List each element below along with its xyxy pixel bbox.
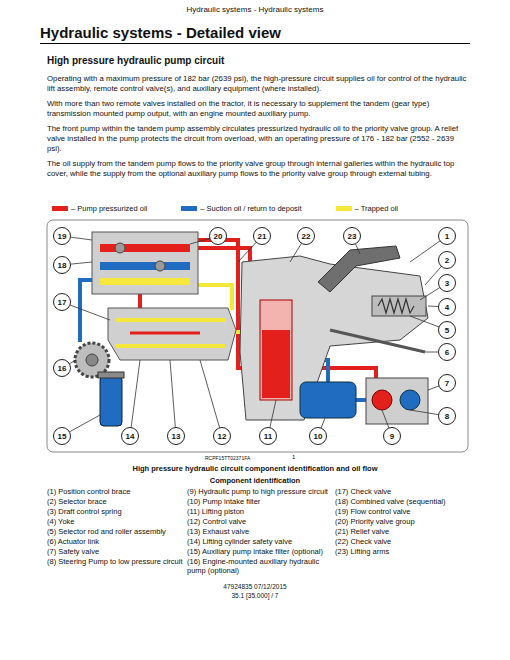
callout-circle: 10	[309, 427, 327, 445]
callout-number: 15	[58, 432, 67, 441]
legend-text: – Suction oil / return to deposit	[200, 204, 301, 213]
callout-circle: 12	[213, 427, 231, 445]
table-cell: (17) Check valve	[335, 487, 468, 496]
callout-circle: 18	[53, 256, 71, 274]
callout-number: 10	[314, 432, 323, 441]
figure-number: 1	[292, 454, 295, 460]
callout-circle: 15	[53, 427, 71, 445]
callout-number: 8	[445, 412, 449, 421]
callout-circle: 13	[167, 427, 185, 445]
legend-item: – Pump pressurized oil	[52, 204, 147, 213]
section-heading: High pressure hydraulic pump circuit	[47, 55, 224, 66]
callout-number: 19	[58, 232, 67, 241]
callout-circle: 16	[53, 359, 71, 377]
table-heading: Component identification	[0, 476, 510, 485]
callout-circle: 8	[438, 407, 456, 425]
callout-number: 20	[214, 232, 223, 241]
callout-circle: 2	[438, 251, 456, 269]
callout-number: 22	[302, 232, 311, 241]
table-cell: (16) Engine-mounted auxiliary hydraulic …	[187, 557, 335, 575]
running-header: Hydraulic systems - Hydraulic systems	[0, 5, 510, 14]
callout-circle: 7	[438, 374, 456, 392]
legend-swatch	[52, 206, 68, 211]
table-cell: (20) Priority valve group	[335, 517, 468, 526]
callout-number: 4	[445, 303, 449, 312]
callout-circle: 5	[438, 321, 456, 339]
paragraph: Operating with a maximum pressure of 182…	[47, 74, 468, 93]
table-cell: (6) Actuator link	[47, 537, 187, 546]
body-text: Operating with a maximum pressure of 182…	[47, 74, 468, 184]
table-cell: (21) Relief valve	[335, 527, 468, 536]
legend-text: – Trapped oil	[355, 204, 398, 213]
callout-number: 14	[126, 432, 135, 441]
callout-circle: 1	[438, 227, 456, 245]
table-cell: (10) Pump intake filter	[187, 497, 335, 506]
table-cell: (13) Exhaust valve	[187, 527, 335, 536]
paragraph: The oil supply from the tandem pump flow…	[47, 159, 468, 178]
callout-circle: 3	[438, 274, 456, 292]
callout-number: 11	[264, 432, 272, 441]
table-cell: (15) Auxiliary pump intake filter (optio…	[187, 547, 335, 556]
component-table: (1) Position control brace(2) Selector b…	[47, 487, 468, 575]
callout-circle: 20	[209, 227, 227, 245]
callout-circle: 14	[121, 427, 139, 445]
table-cell: (22) Check valve	[335, 537, 468, 546]
footer-code: 47924835 07/12/2015	[0, 583, 510, 590]
figure-code: RCPF15TT02371FA	[205, 455, 250, 461]
callout-number: 16	[58, 364, 67, 373]
table-cell: (3) Draft control spring	[47, 507, 187, 516]
callout-number: 12	[218, 432, 227, 441]
figure-caption: High pressure hydraulic circuit componen…	[0, 464, 510, 473]
callout-number: 6	[445, 348, 449, 357]
table-cell: (4) Yoke	[47, 517, 187, 526]
table-cell: (12) Control valve	[187, 517, 335, 526]
table-cell: (8) Steering Pump to low pressure circui…	[47, 557, 187, 575]
legend-item: – Suction oil / return to deposit	[181, 204, 301, 213]
callout-circle: 17	[53, 293, 71, 311]
page-number: 35.1 [35.000] / 7	[0, 592, 510, 599]
table-cell: (7) Safety valve	[47, 547, 187, 556]
callout-circle: 21	[253, 227, 271, 245]
legend-item: – Trapped oil	[336, 204, 398, 213]
callout-number: 18	[58, 261, 67, 270]
callout-number: 9	[390, 432, 394, 441]
callout-circle: 23	[343, 227, 361, 245]
callout-number: 23	[348, 232, 357, 241]
table-cell: (9) Hydraulic pump to high pressure circ…	[187, 487, 335, 496]
legend: – Pump pressurized oil – Suction oil / re…	[52, 204, 432, 213]
callout-circle: 22	[297, 227, 315, 245]
callout-number: 5	[445, 326, 449, 335]
table-cell: (1) Position control brace	[47, 487, 187, 496]
table-cell: (2) Selector brace	[47, 497, 187, 506]
callout-number: 7	[445, 379, 449, 388]
callout-number: 2	[445, 256, 449, 265]
table-cell: (18) Combined valve (sequential)	[335, 497, 468, 506]
table-cell: (23) Lifting arms	[335, 547, 468, 556]
callout-circle: 19	[53, 227, 71, 245]
callout-circle: 4	[438, 298, 456, 316]
callout-number: 13	[172, 432, 181, 441]
callout-number: 17	[58, 298, 67, 307]
callout-number: 21	[258, 232, 267, 241]
legend-swatch	[336, 206, 352, 211]
paragraph: With more than two remote valves install…	[47, 99, 468, 118]
callout-circle: 11	[259, 427, 277, 445]
table-cell: (14) Lifting cylinder safety valve	[187, 537, 335, 546]
callout-number: 3	[445, 279, 449, 288]
callout-circle: 9	[383, 427, 401, 445]
paragraph: The front pump within the tandem pump as…	[47, 124, 468, 153]
table-cell: (11) Lifting piston	[187, 507, 335, 516]
page-title: Hydraulic systems - Detailed view	[40, 24, 470, 44]
callout-circle: 6	[438, 343, 456, 361]
table-cell: (19) Flow control valve	[335, 507, 468, 516]
legend-text: – Pump pressurized oil	[71, 204, 147, 213]
callout-number: 1	[445, 232, 449, 241]
table-cell: (5) Selector rod and roller assembly	[47, 527, 187, 536]
legend-swatch	[181, 206, 197, 211]
